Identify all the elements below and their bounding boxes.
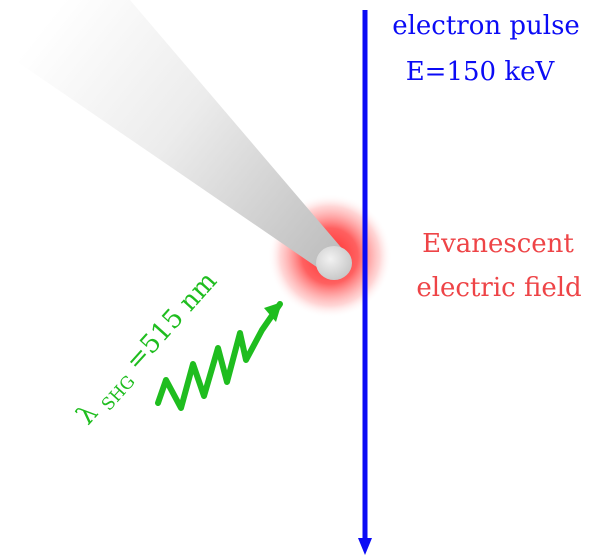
wavelength-value: =515 nm: [120, 266, 223, 376]
field-label-line1: Evanescent: [422, 229, 574, 259]
tip-apex: [316, 246, 352, 280]
electron-label-line2: E=150 keV: [406, 57, 556, 87]
field-label-line2: electric field: [416, 273, 581, 303]
laser-wave: [155, 301, 283, 411]
laser-arrowhead: [264, 302, 282, 322]
wavelength-label: λ SHG =515 nm: [71, 266, 228, 434]
tip-cone: [0, 0, 345, 272]
wavelength-subscript: SHG: [98, 372, 140, 415]
electron-label-line1: electron pulse: [392, 11, 580, 41]
electron-pulse-arrowhead: [358, 538, 372, 555]
